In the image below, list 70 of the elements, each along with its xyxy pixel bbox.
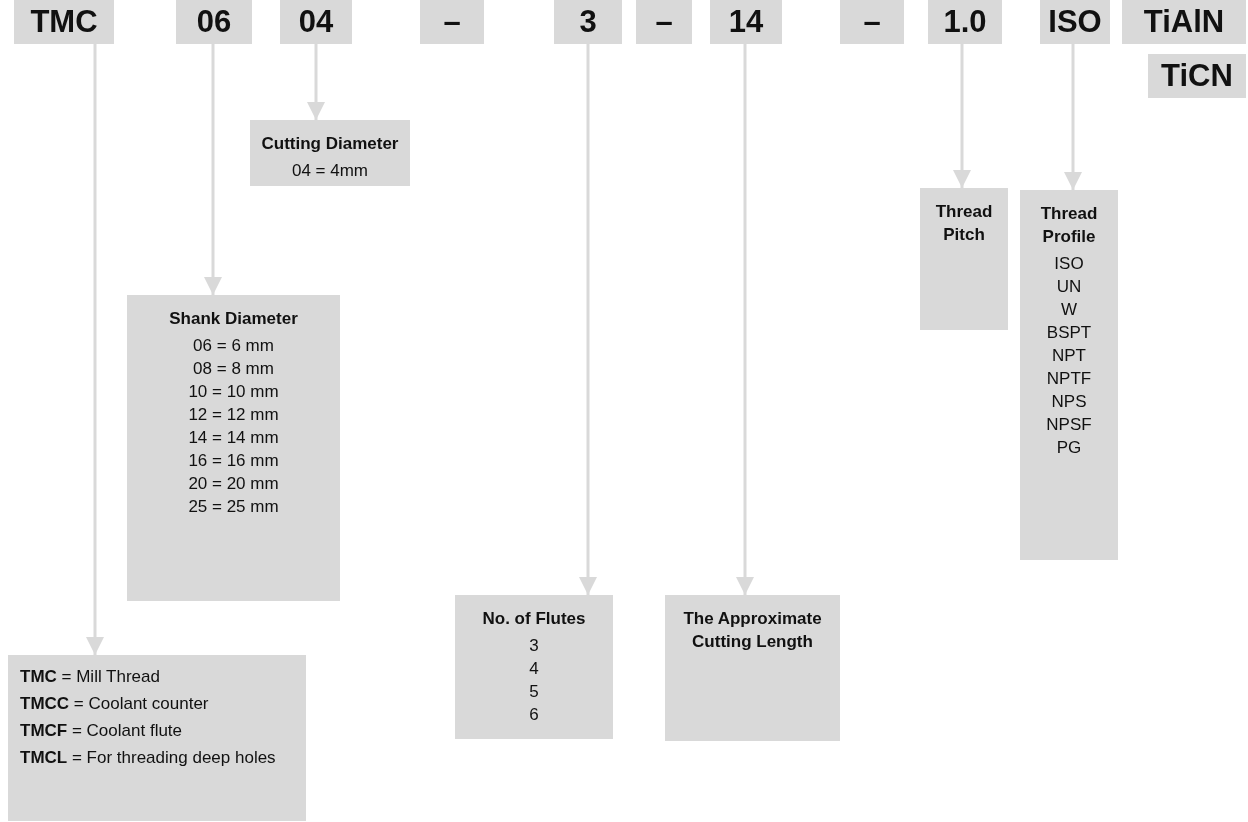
arrow [579,44,597,595]
code-segment-box [280,0,352,44]
description-line: 10 = 10 mm [188,381,279,403]
description-box [455,595,613,739]
description-line: 3 [529,635,539,657]
description-line: NPT [1052,345,1086,367]
description-line: TMC = Mill Thread [20,666,160,688]
code-segment-box [1040,0,1110,44]
description-line: 14 = 14 mm [188,427,279,449]
code-segment-box [710,0,782,44]
code-segment-box [420,0,484,44]
description-line: NPS [1051,391,1087,413]
arrow [1064,44,1082,190]
arrow [953,44,971,188]
code-segment-text: – [443,4,461,40]
description-line: 08 = 8 mm [193,358,274,380]
code-segment-box [554,0,622,44]
description-line: 25 = 25 mm [188,496,279,518]
description-line: TMCF = Coolant flute [20,720,183,742]
arrow [86,44,104,655]
description-box [127,295,340,601]
description-line: 12 = 12 mm [188,404,279,426]
description-heading: Shank Diameter [169,308,298,330]
description-heading: Thread Profile [1039,203,1099,248]
description-line: 16 = 16 mm [188,450,279,472]
code-segment-text: 06 [196,4,232,40]
description-line: BSPT [1046,322,1092,344]
code-segment-box [636,0,692,44]
code-segment-box [1148,54,1246,98]
description-heading: Cutting Diameter [261,133,399,155]
description-line: NPSF [1046,414,1092,436]
description-line: UN [1056,276,1082,298]
code-segment-text: – [655,4,673,40]
description-box [665,595,840,741]
code-segment-box [928,0,1002,44]
code-segment-box [14,0,114,44]
code-segment-text: TiAlN [1143,4,1225,40]
arrow [736,44,754,595]
description-line: ISO [1054,253,1084,275]
arrow [204,44,222,295]
code-segment-text: 3 [579,4,597,40]
arrow [307,44,325,120]
code-segment-text: 04 [298,4,334,40]
description-line: 04 = 4mm [291,160,369,182]
description-heading: The Approximate Cutting Length [682,608,823,653]
description-heading: Thread Pitch [934,201,994,246]
description-line: 06 = 6 mm [193,335,274,357]
code-segment-box [840,0,904,44]
code-segment-text: 1.0 [943,4,987,40]
description-line: NPTF [1046,368,1092,390]
code-segment-text: 14 [728,4,764,40]
code-segment-text: ISO [1048,4,1102,40]
description-line: TMCL = For threading deep holes [20,747,276,769]
code-segment-box [176,0,252,44]
description-box [250,120,410,186]
description-line: PG [1056,437,1082,459]
code-segment-box [1122,0,1246,44]
description-line: 5 [529,681,539,703]
description-box [920,188,1008,330]
description-box [8,655,306,821]
description-line: 4 [529,658,539,680]
code-segment-text: TiCN [1161,58,1233,94]
description-line: TMCC = Coolant counter [20,693,209,715]
description-line: 20 = 20 mm [188,473,279,495]
code-segment-text: TMC [30,4,98,40]
description-heading: No. of Flutes [482,608,586,630]
description-line: 6 [529,704,539,726]
code-segment-text: – [863,4,881,40]
description-box [1020,190,1118,560]
description-line: W [1060,299,1077,321]
